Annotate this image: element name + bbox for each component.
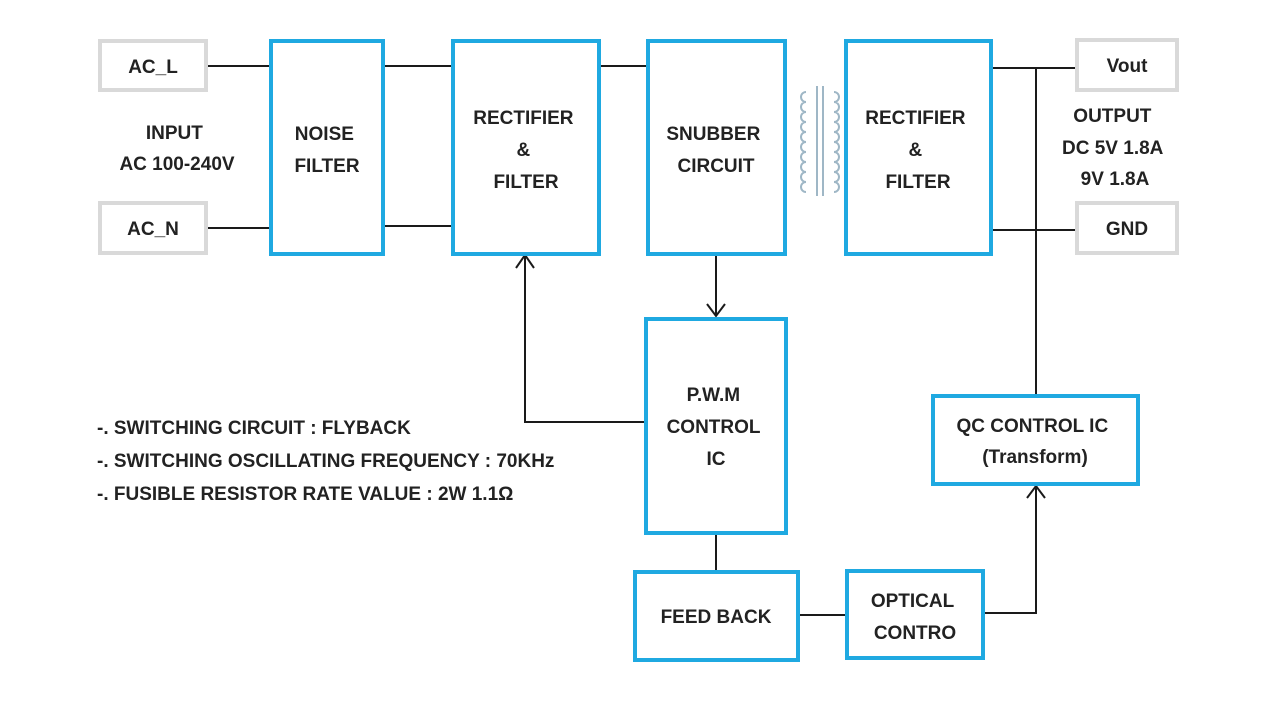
- block-label: QC CONTROL IC (Transform): [957, 416, 1114, 468]
- block-label: P.W.M CONTROL IC: [667, 385, 766, 470]
- block-box: [644, 317, 788, 535]
- terminal-box: [98, 201, 208, 255]
- terminal-box: [1075, 201, 1179, 255]
- terminal-box: [1075, 38, 1179, 92]
- block-box: [845, 569, 985, 660]
- terminal-label: GND: [1106, 219, 1148, 240]
- terminal-gnd: GND: [1075, 201, 1179, 255]
- block-optical-control: OPTICAL CONTRO: [845, 569, 985, 660]
- block-box: [931, 394, 1140, 486]
- terminal-label: AC_L: [128, 57, 178, 78]
- block-rectifier-output: RECTIFIER & FILTER: [844, 39, 993, 256]
- input-label: INPUT AC 100-240V: [119, 123, 234, 175]
- block-box: [646, 39, 787, 256]
- block-rectifier-input: RECTIFIER & FILTER: [451, 39, 601, 256]
- block-feed-back: FEED BACK: [633, 570, 800, 662]
- terminal-vout: Vout: [1075, 38, 1179, 92]
- wire-pwm-rectifier: [524, 255, 646, 423]
- block-snubber-circuit: SNUBBER CIRCUIT: [646, 39, 787, 256]
- wires: [206, 65, 1077, 616]
- block-pwm-control-ic: P.W.M CONTROL IC: [644, 317, 788, 535]
- spec-note-switching-circuit: -. SWITCHING CIRCUIT : FLYBACK: [97, 418, 411, 439]
- terminal-box: [98, 39, 208, 92]
- block-box: [269, 39, 385, 256]
- block-box: [451, 39, 601, 256]
- block-label: RECTIFIER & FILTER: [865, 108, 971, 193]
- block-label: OPTICAL CONTRO: [871, 591, 959, 644]
- transformer-icon: [800, 86, 840, 196]
- wire-optical-qc: [983, 486, 1037, 614]
- block-qc-control-ic: QC CONTROL IC (Transform): [931, 394, 1140, 486]
- terminal-label: Vout: [1107, 56, 1148, 77]
- block-label: NOISE FILTER: [294, 124, 359, 177]
- block-label: SNUBBER CIRCUIT: [666, 124, 765, 177]
- terminal-label: AC_N: [127, 219, 179, 240]
- spec-note-frequency: -. SWITCHING OSCILLATING FREQUENCY : 70K…: [97, 451, 554, 472]
- block-box: [633, 570, 800, 662]
- block-noise-filter: NOISE FILTER: [269, 39, 385, 256]
- arrowhead-icon: [706, 303, 726, 318]
- terminal-ac-l: AC_L: [98, 39, 208, 92]
- output-label: OUTPUT DC 5V 1.8A 9V 1.8A: [1062, 106, 1168, 190]
- block-box: [844, 39, 993, 256]
- block-label: FEED BACK: [661, 607, 772, 628]
- spec-note-fusible-resistor: -. FUSIBLE RESISTOR RATE VALUE : 2W 1.1Ω: [97, 484, 513, 505]
- block-label: RECTIFIER & FILTER: [473, 108, 579, 193]
- terminal-ac-n: AC_N: [98, 201, 208, 255]
